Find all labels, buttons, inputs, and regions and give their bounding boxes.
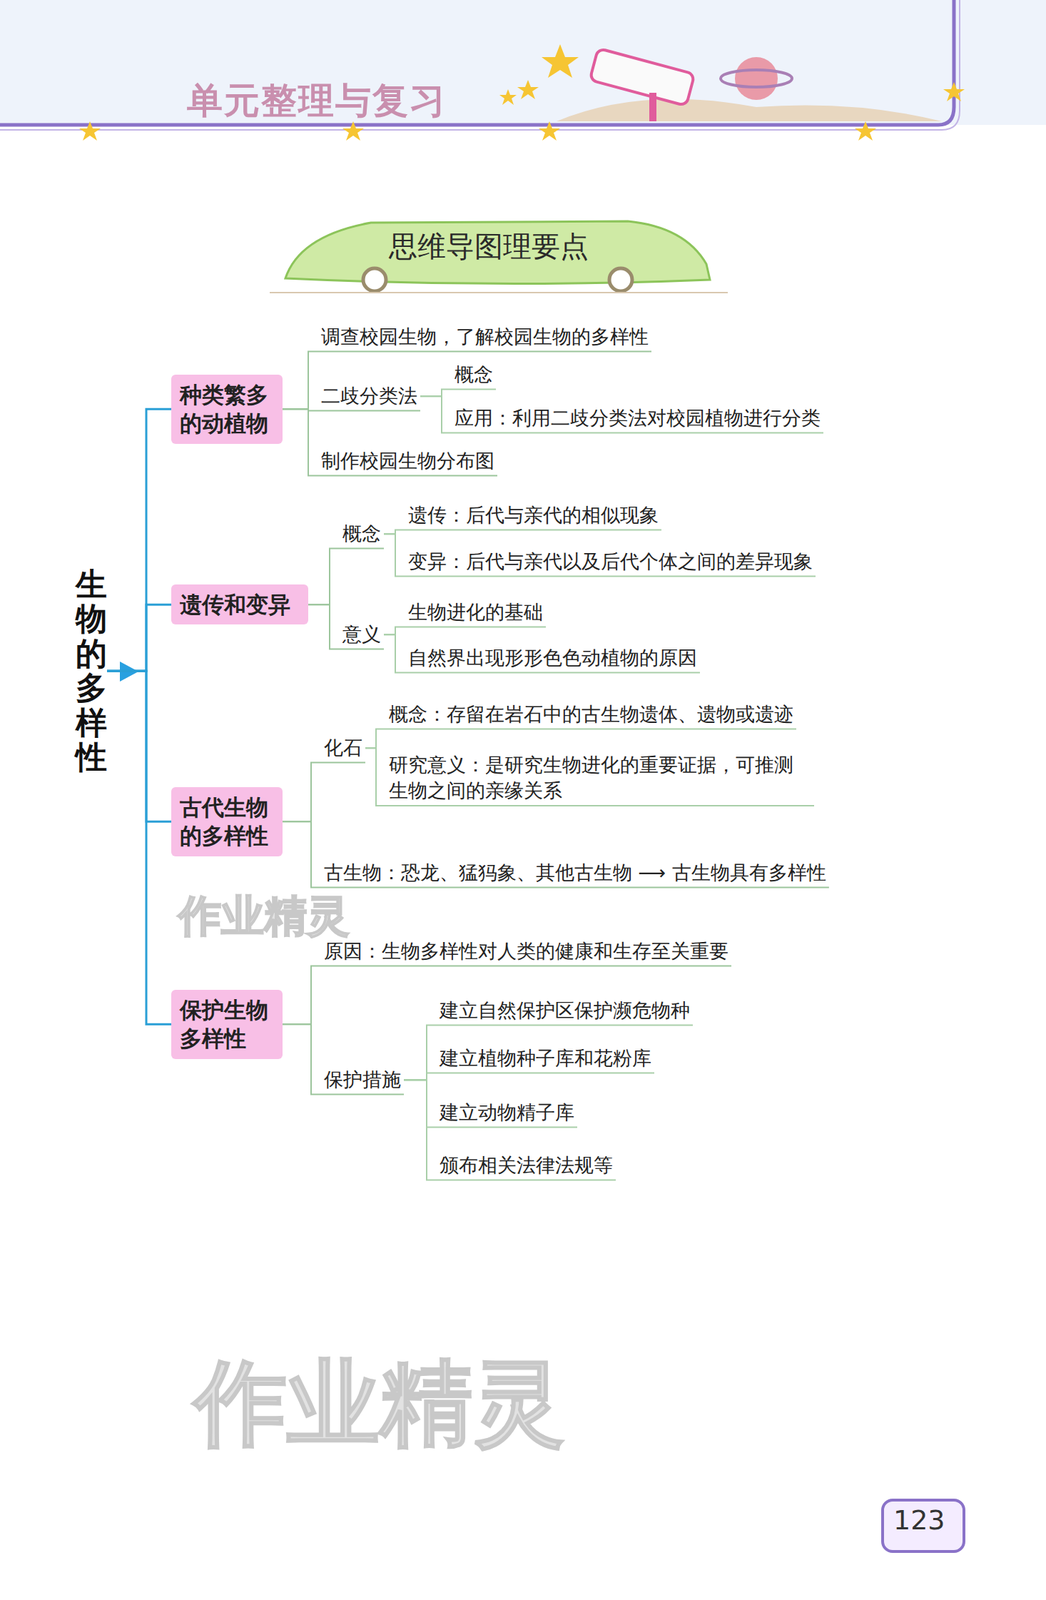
telescope [589, 48, 695, 122]
moon-ground [556, 99, 942, 122]
node-text: 制作校园生物分布图 [321, 448, 495, 474]
label-text: 123 [893, 1504, 946, 1536]
topic-item: 二歧分类法 [318, 383, 421, 409]
node-text: 应用：利用二歧分类法对校园植物进行分类 [454, 405, 821, 431]
mindmap-connector [403, 1072, 655, 1080]
mindmap-connector [282, 821, 830, 887]
mindmap-connector [282, 1023, 404, 1094]
mindmap-connector [282, 351, 652, 409]
topic-item: 建立自然保护区保护濒危物种 [436, 997, 693, 1024]
mindmap-connector [107, 670, 172, 822]
node-text: 自然界出现形形色色动植物的原因 [408, 645, 698, 671]
topic-item: 制作校园生物分布图 [318, 448, 498, 474]
topic-item: 古生物：恐龙、猛犸象、其他古生物 ⟶ 古生物具有多样性 [321, 859, 830, 886]
node-text: 生物的多样性 [75, 567, 108, 775]
topic-item: 建立动物精子库 [436, 1099, 578, 1126]
branch-box: 古代生物的多样性 [171, 786, 283, 857]
mindmap-connector [403, 1079, 616, 1180]
node-text: 遗传和变异 [179, 590, 300, 619]
branch-box: 遗传和变异 [171, 584, 309, 625]
mindmap-connector [383, 529, 662, 534]
node-text: 调查校园生物，了解校园生物的多样性 [321, 323, 649, 350]
topic-item: 遗传：后代与亲代的相似现象 [405, 502, 662, 528]
node-text: 保护生物多样性 [179, 995, 274, 1054]
mindmap-connector [308, 604, 384, 649]
mindmap-connector [383, 533, 816, 576]
page-number-frame [882, 1499, 964, 1552]
branch-box: 保护生物多样性 [171, 989, 283, 1059]
node-text: 古代生物的多样性 [179, 792, 274, 851]
mindmap-connector [403, 1024, 693, 1080]
mindmap-connector [107, 604, 172, 671]
node-text: 古生物：恐龙、猛犸象、其他古生物 ⟶ 古生物具有多样性 [323, 859, 827, 886]
node-text: 建立植物种子库和花粉库 [439, 1045, 652, 1071]
stars [79, 44, 965, 141]
node-text: 概念 [454, 361, 494, 388]
label-text: 作业精灵 [178, 887, 350, 946]
topic-item: 保护措施 [321, 1066, 404, 1093]
topic-item: 调查校园生物，了解校园生物的多样性 [318, 323, 652, 350]
node-text: 建立动物精子库 [439, 1099, 575, 1126]
planet [720, 57, 792, 100]
mindmap-connector [107, 670, 172, 1024]
topic-item: 原因：生物多样性对人类的健康和生存至关重要 [321, 938, 732, 964]
node-text: 遗传：后代与亲代的相似现象 [408, 502, 659, 528]
topic-item: 概念 [451, 361, 496, 388]
node-text: 保护措施 [323, 1066, 401, 1093]
node-text: 二歧分类法 [321, 383, 418, 409]
banner-car [269, 221, 728, 293]
node-text: 种类繁多的动植物 [179, 380, 274, 439]
label-text: 思维导图理要点 [388, 226, 589, 267]
node-text: 意义 [342, 621, 382, 648]
header-border-inner [0, 0, 960, 130]
node-text: 变异：后代与亲代以及后代个体之间的差异现象 [408, 548, 813, 575]
node-text: 研究意义：是研究生物进化的重要证据，可推测生物之间的亲缘关系 [388, 752, 812, 805]
mindmap-connector [282, 965, 732, 1024]
node-text: 概念：存留在岩石中的古生物遗体、遗物或遗迹 [388, 701, 794, 728]
mindmap-connector [420, 395, 824, 433]
mindmap-connector [365, 747, 815, 806]
topic-item: 应用：利用二歧分类法对校园植物进行分类 [451, 405, 824, 431]
node-text: 颁布相关法律法规等 [439, 1152, 613, 1178]
topic-item: 化石 [321, 734, 366, 761]
mindmap-connector [107, 408, 172, 671]
topic-item: 概念：存留在岩石中的古生物遗体、遗物或遗迹 [386, 701, 797, 728]
branch-box: 种类繁多的动植物 [171, 374, 283, 444]
topic-item: 生物进化的基础 [405, 599, 546, 626]
node-text: 概念 [342, 520, 382, 547]
header-band [0, 0, 1046, 125]
label-text: 作业精灵 [194, 1341, 566, 1467]
topic-item: 变异：后代与亲代以及后代个体之间的差异现象 [405, 548, 816, 575]
node-text: 原因：生物多样性对人类的健康和生存至关重要 [323, 938, 729, 964]
node-text: 生物进化的基础 [408, 599, 543, 626]
node-text: 化石 [323, 734, 363, 761]
node-text: 建立自然保护区保护濒危物种 [439, 997, 690, 1024]
topic-item: 颁布相关法律法规等 [436, 1152, 616, 1178]
mindmap-connector [383, 626, 546, 635]
mindmap-connector [403, 1079, 578, 1127]
root-topic: 生物的多样性 [75, 567, 108, 775]
topic-item: 意义 [339, 621, 384, 648]
topic-item: 研究意义：是研究生物进化的重要证据，可推测生物之间的亲缘关系 [386, 752, 815, 805]
topic-item: 自然界出现形形色色动植物的原因 [405, 645, 700, 671]
mindmap-connector [383, 634, 700, 673]
mindmap-connector [420, 388, 496, 396]
header-border [0, 0, 954, 125]
mindmap-connector [308, 547, 384, 605]
topic-item: 建立植物种子库和花粉库 [436, 1045, 655, 1071]
mindmap-connector [365, 728, 797, 748]
topic-item: 概念 [339, 520, 384, 547]
mindmap-connector [282, 762, 366, 822]
label-text: 单元整理与复习 [186, 77, 447, 125]
